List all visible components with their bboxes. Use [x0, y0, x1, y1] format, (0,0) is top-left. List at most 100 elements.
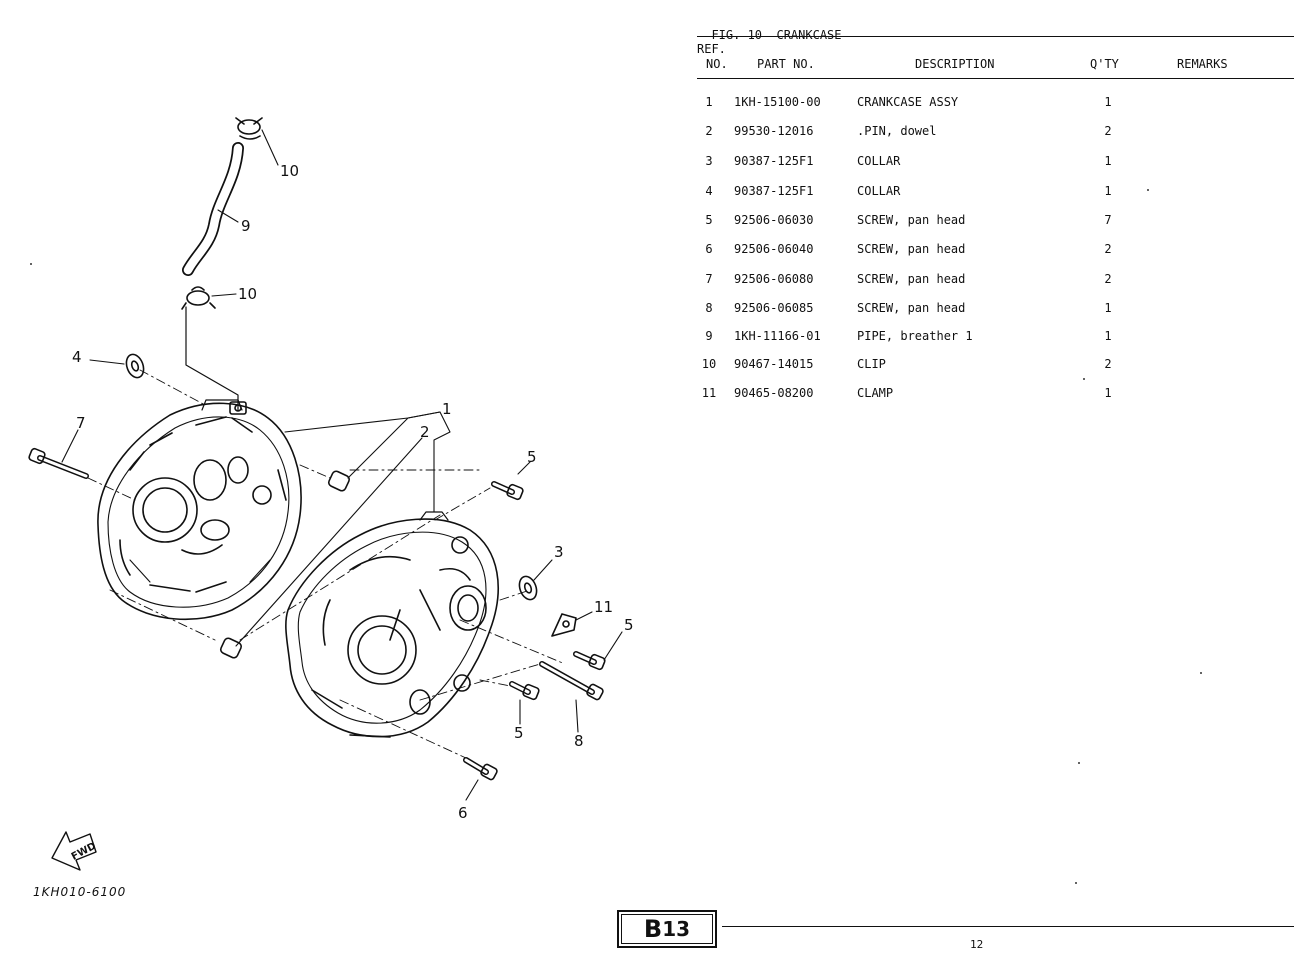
callout-6: 6	[458, 804, 468, 822]
table-top-rule	[697, 36, 1294, 37]
callout-11: 11	[594, 598, 614, 616]
right-crankcase-half	[285, 511, 499, 738]
row-ref: 10	[701, 357, 717, 371]
row-ref: 5	[705, 213, 713, 227]
header-remarks: REMARKS	[1177, 57, 1228, 71]
row-description: SCREW, pan head	[857, 272, 966, 286]
row-description: CLIP	[857, 357, 886, 371]
row-description: CLAMP	[857, 386, 894, 400]
row-description: COLLAR	[857, 184, 901, 198]
row-ref: 6	[705, 242, 713, 256]
scan-speck	[1200, 672, 1202, 674]
callout-3: 3	[554, 543, 564, 561]
callout-8: 8	[574, 732, 584, 750]
scan-speck	[1147, 189, 1149, 191]
header-ref-line1: REF.	[697, 42, 726, 56]
fwd-label: FWD	[70, 841, 98, 863]
header-description: DESCRIPTION	[915, 57, 995, 71]
alignment-lines	[87, 369, 566, 759]
row-description: .PIN, dowel	[857, 124, 937, 138]
screw-part-5-right	[573, 651, 606, 671]
collar-part-3	[518, 575, 538, 601]
row-ref: 4	[705, 184, 713, 198]
row-description: SCREW, pan head	[857, 242, 966, 256]
page-number: 12	[970, 938, 984, 951]
callout-leaders	[61, 129, 623, 801]
row-description: CRANKCASE ASSY	[857, 95, 959, 109]
callout-5-top: 5	[527, 448, 537, 466]
row-qty: 2	[1104, 124, 1112, 138]
row-ref: 1	[705, 95, 713, 109]
callout-5-lower: 5	[514, 724, 524, 742]
callout-7: 7	[76, 414, 86, 432]
scan-speck	[1083, 378, 1085, 380]
scan-speck	[30, 263, 32, 265]
table-row: 8 92506-06085 SCREW, pan head 1	[0, 301, 1294, 317]
row-part-no: 92506-06085	[734, 301, 814, 315]
callout-5-right: 5	[624, 616, 634, 634]
row-qty: 1	[1104, 386, 1112, 400]
fwd-arrow-icon	[51, 831, 97, 871]
diagram-reference-code: 1KH010-6100	[33, 885, 127, 899]
header-qty: Q'TY	[1090, 57, 1119, 71]
callout-4: 4	[72, 348, 82, 366]
table-row: 5 92506-06030 SCREW, pan head 7	[0, 213, 1294, 229]
row-description: SCREW, pan head	[857, 213, 966, 227]
screw-part-5-top	[491, 481, 524, 501]
footer-rule	[722, 926, 1294, 927]
row-ref: 3	[705, 154, 713, 168]
header-part-no: PART NO.	[757, 57, 815, 71]
figure-label: FIG. 10	[711, 28, 763, 42]
figure-name: CRANKCASE	[776, 28, 842, 42]
header-ref-no: REF. NO.	[697, 42, 728, 72]
row-part-no: 92506-06030	[734, 213, 814, 227]
row-part-no: 92506-06080	[734, 272, 814, 286]
row-qty: 7	[1104, 213, 1112, 227]
callout-9: 9	[241, 217, 251, 235]
row-part-no: 90387-125F1	[734, 154, 814, 168]
row-ref: 8	[705, 301, 713, 315]
row-ref: 2	[705, 124, 713, 138]
clip-upper-part-10	[235, 117, 263, 140]
screw-part-8	[539, 661, 604, 701]
row-ref: 9	[705, 329, 713, 343]
callout-10-upper: 10	[280, 162, 300, 180]
row-part-no: 90467-14015	[734, 357, 814, 371]
row-qty: 2	[1104, 242, 1112, 256]
row-qty: 1	[1104, 301, 1112, 315]
screw-part-7	[28, 447, 89, 479]
badge-letter: B	[643, 915, 663, 943]
dowel-pin-lower	[219, 637, 243, 659]
row-part-no: 1KH-15100-00	[734, 95, 821, 109]
clip-lower-part-10	[181, 286, 216, 310]
row-description: PIPE, breather 1	[857, 329, 973, 343]
row-ref: 7	[705, 272, 713, 286]
row-qty: 1	[1104, 184, 1112, 198]
screw-part-5-lower	[509, 681, 540, 701]
scan-speck	[1075, 882, 1077, 884]
table-row: 1 1KH-15100-00 CRANKCASE ASSY 1	[0, 95, 1294, 111]
collar-part-4	[125, 353, 145, 379]
row-qty: 1	[1104, 329, 1112, 343]
header-ref-line2: NO.	[706, 57, 728, 71]
screw-part-6	[463, 757, 498, 781]
clamp-part-11	[551, 613, 577, 637]
row-description: SCREW, pan head	[857, 301, 966, 315]
row-part-no: 90387-125F1	[734, 184, 814, 198]
table-row: 6 92506-06040 SCREW, pan head 2	[0, 242, 1294, 258]
table-row: 4 90387-125F1 COLLAR 1	[0, 184, 1294, 200]
left-crankcase-half	[97, 399, 302, 621]
row-qty: 1	[1104, 95, 1112, 109]
callout-2: 2	[420, 423, 430, 441]
row-qty: 1	[1104, 154, 1112, 168]
breather-pipe-part-9	[182, 142, 244, 276]
row-part-no: 92506-06040	[734, 242, 814, 256]
callout-10-lower: 10	[238, 285, 258, 303]
